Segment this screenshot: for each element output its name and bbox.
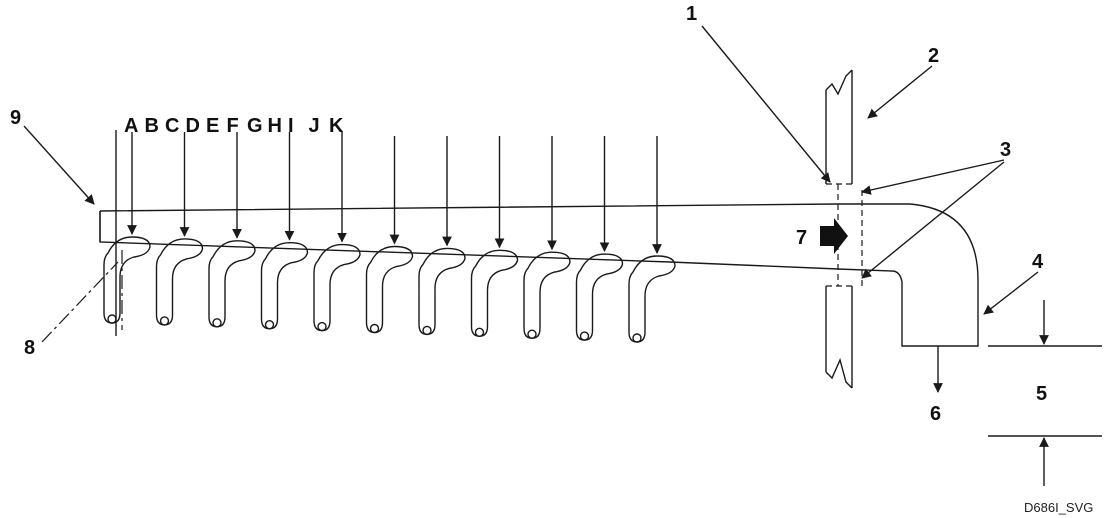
port-outlet: [369, 323, 380, 334]
port-loop: [628, 255, 676, 343]
callout-2: 2: [928, 45, 939, 67]
port-loop: [103, 236, 151, 324]
letter-label-i: I: [288, 115, 294, 137]
callout-5: 5: [1036, 383, 1047, 405]
port-outlet: [212, 318, 222, 328]
figure-code: D686I_SVG: [1024, 500, 1093, 515]
letter-label-h: H: [268, 115, 282, 137]
callout-3: 3: [1000, 139, 1011, 161]
manifold-duct: [99, 203, 979, 347]
flow-arrow: [820, 218, 848, 254]
port-loops: [103, 236, 676, 343]
callout-7: 7: [796, 227, 807, 249]
port-outlet: [317, 321, 327, 332]
port-outlet: [474, 327, 485, 337]
port-outlet: [527, 329, 537, 339]
port-loop: [523, 251, 571, 339]
letter-label-d: D: [186, 115, 200, 137]
port-outlet: [159, 316, 170, 326]
letter-label-f: F: [227, 115, 239, 137]
port-loop: [575, 253, 624, 341]
callout-1: 1: [686, 3, 697, 25]
port-loop: [260, 241, 309, 330]
letter-label-k: K: [329, 115, 344, 137]
port-loop: [418, 247, 466, 336]
port-loop: [313, 243, 361, 332]
callout-8: 8: [24, 337, 35, 359]
port-pointer-arrows: [127, 132, 662, 254]
port-loop: [208, 240, 256, 328]
port-loop: [155, 238, 204, 326]
letter-label-e: E: [206, 115, 219, 137]
dimension-marker: [988, 300, 1102, 486]
letter-label-b: B: [145, 115, 159, 137]
letter-label-g: G: [247, 115, 263, 137]
letter-label-a: A: [124, 115, 138, 137]
callout-leaders: [23, 25, 1039, 393]
port-loop: [470, 249, 519, 338]
port-outlet: [632, 333, 642, 343]
port-outlet: [107, 314, 117, 324]
port-outlet: [264, 320, 275, 330]
letter-label-c: C: [165, 115, 179, 137]
callout-6: 6: [930, 403, 941, 425]
port-loop: [365, 245, 414, 334]
port-outlet: [422, 325, 432, 336]
port-outlet: [579, 331, 590, 341]
callout-9: 9: [10, 107, 21, 129]
letter-label-j: J: [309, 115, 320, 137]
callout-4: 4: [1032, 251, 1044, 273]
